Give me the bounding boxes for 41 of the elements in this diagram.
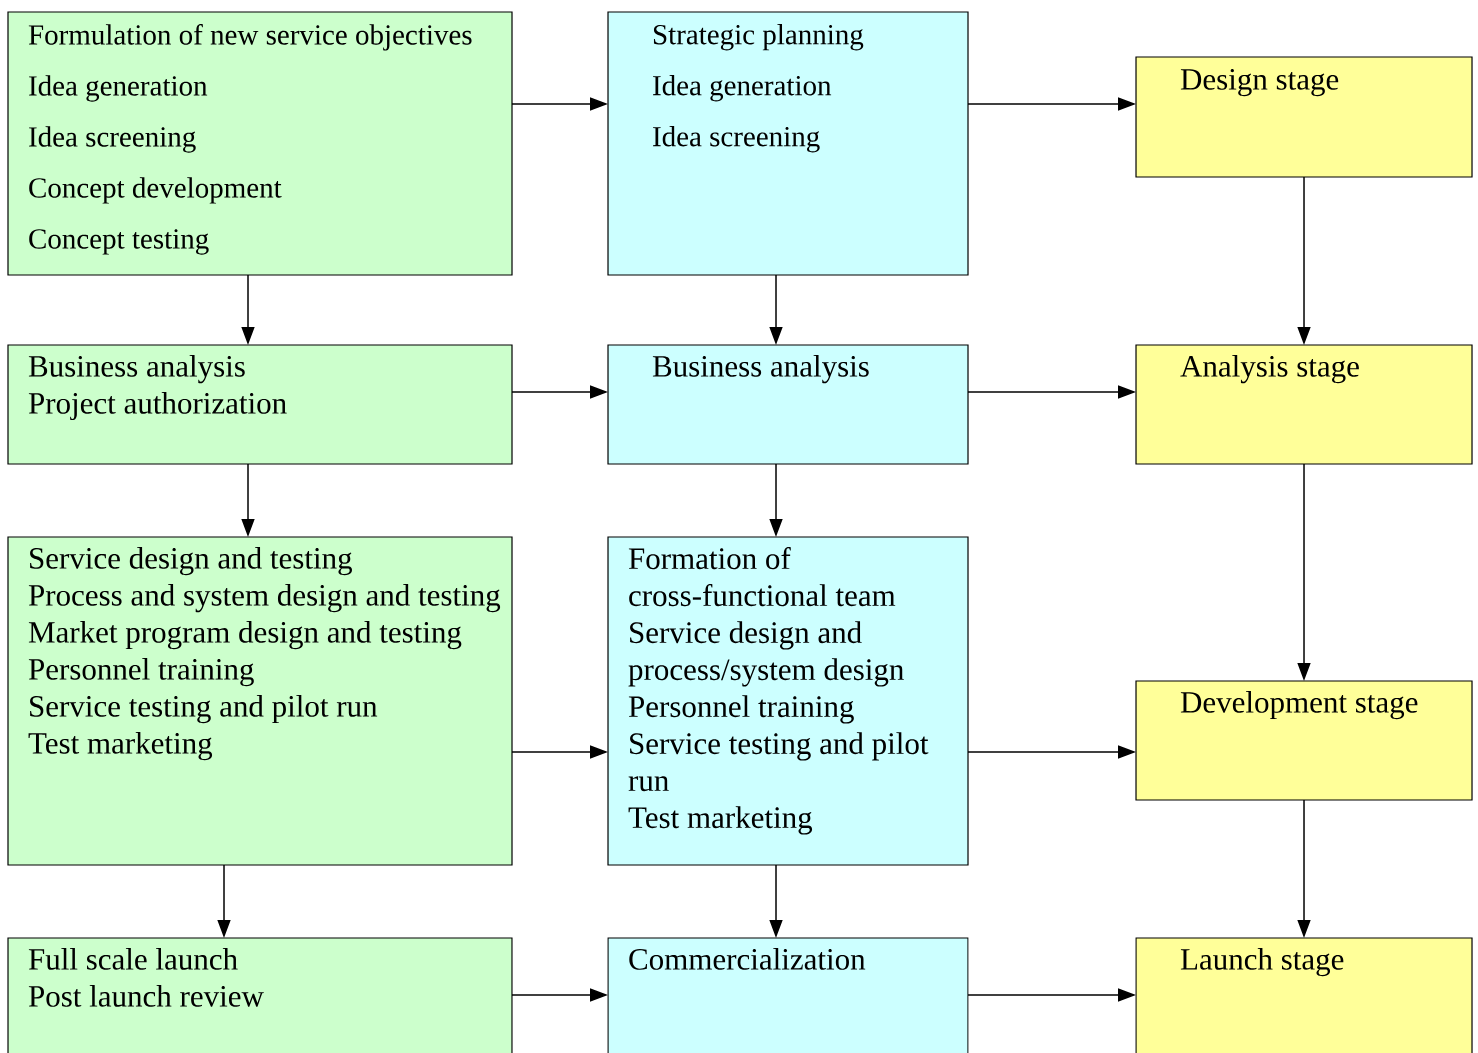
text-line: Personnel training (628, 695, 854, 724)
process-box (1135, 344, 1473, 465)
text-line: Idea generation (29, 75, 208, 102)
process-box (607, 937, 969, 1053)
process-box (7, 536, 513, 866)
text-line: Market program design and testing (28, 621, 462, 650)
text-line: Idea screening (29, 126, 196, 153)
text-line: Business analysis (28, 355, 245, 384)
text-line: Post launch review (28, 985, 264, 1007)
text-line: Design stage (1180, 69, 1339, 97)
text-line: Full scale launch (28, 948, 238, 970)
text-line: Idea screening (653, 126, 820, 153)
process-box (607, 344, 969, 465)
process-box (7, 937, 513, 1053)
text-line: Test marketing (628, 806, 813, 835)
text-line: Concept testing (29, 229, 209, 255)
process-box (1135, 56, 1473, 178)
text-line: Idea generation (653, 75, 832, 102)
text-line: Development stage (1180, 691, 1418, 720)
process-box (1135, 937, 1473, 1053)
text-line: Test marketing (28, 732, 213, 761)
text-line: Concept development (29, 177, 282, 204)
text-line: Service design and process/system design (628, 621, 904, 687)
text-line: Service testing and pilot run (628, 732, 929, 792)
text-line: Service design and testing (30, 547, 352, 576)
text-line: Formation of cross-functional team (628, 547, 896, 607)
text-line: Commercialization (629, 948, 866, 970)
text-line: Personnel training (28, 658, 254, 687)
process-box (607, 11, 969, 276)
text-line: Process and system design and testing (28, 584, 501, 613)
process-box (7, 11, 513, 276)
text-line: Business analysis (652, 355, 869, 384)
text-line: Service testing and pilot run (30, 695, 378, 724)
text-line: Analysis stage (1180, 355, 1359, 384)
process-box (7, 344, 513, 465)
text-line: Strategic planning (653, 24, 864, 51)
text-line: Project authorization (28, 392, 287, 421)
process-box (607, 536, 969, 866)
text-line: Launch stage (1180, 948, 1344, 977)
process-box (1135, 680, 1473, 801)
text-line: Formulation of new service objectives (28, 24, 472, 51)
